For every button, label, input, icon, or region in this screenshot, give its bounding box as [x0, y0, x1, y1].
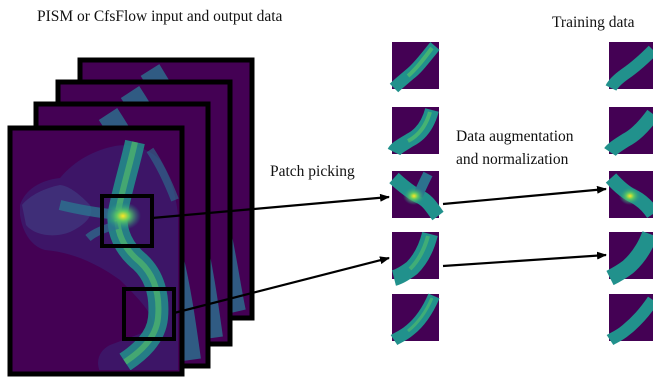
patch-selection-box-1	[100, 194, 154, 248]
patch-3	[389, 171, 444, 221]
patch-picking-label: Patch picking	[270, 163, 355, 180]
data-stack	[7, 57, 255, 377]
input-data-title: PISM or CfsFlow input and output data	[37, 8, 283, 25]
training-data-title: Training data	[552, 14, 635, 31]
stack-frame-front	[7, 125, 185, 377]
training-patch-5	[606, 294, 653, 346]
training-patch-1	[605, 42, 653, 91]
augmentation-label-line1: Data augmentation	[456, 128, 574, 145]
arrow-augment-2	[442, 251, 607, 268]
arrow-patch-pick-2	[173, 256, 390, 315]
patch-4	[391, 231, 439, 286]
patch-column	[387, 42, 444, 346]
training-patch-2	[604, 107, 653, 157]
patch-2	[387, 107, 439, 156]
patch-5	[390, 293, 440, 346]
patch-1	[389, 42, 440, 93]
training-column	[604, 42, 653, 346]
patch-selection-box-2	[122, 287, 176, 341]
augmentation-label-line2: and normalization	[456, 151, 569, 168]
arrow-augment-1	[442, 185, 607, 206]
arrows	[151, 185, 607, 315]
arrow-patch-pick-1	[151, 193, 390, 220]
training-patch-4	[606, 231, 653, 286]
training-patch-3	[605, 171, 653, 218]
